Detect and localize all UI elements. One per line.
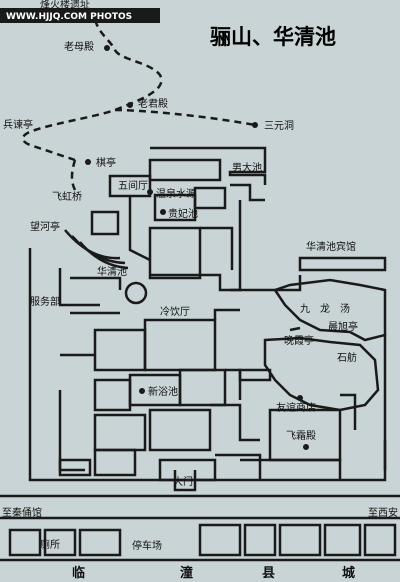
node-laojun (127, 102, 133, 108)
node-sanyuan (252, 122, 258, 128)
label-lengyinting: 冷饮厅 (160, 305, 190, 318)
node-qiting (85, 159, 91, 165)
watermark-bg (0, 8, 160, 23)
node-feishuang (303, 444, 309, 450)
label-wujianting: 五间厅 (118, 179, 148, 192)
label-xinyuchi: 新浴池 (148, 385, 178, 398)
label-cesuo: 厕所 (40, 539, 60, 551)
label-feishuangdian: 飞霜殿 (286, 430, 316, 442)
label-jiulongtan: 九 龙 汤 (300, 302, 350, 315)
label-qiting: 棋亭 (96, 156, 116, 169)
label-laojun: 老君殿 (138, 97, 168, 110)
road-band (0, 494, 400, 562)
label-shifang: 石舫 (337, 351, 357, 364)
label-linxian-1: 临 (72, 565, 85, 581)
node-xinyu (139, 388, 145, 394)
label-binguan: 华清池宾馆 (306, 240, 356, 253)
label-tingchechang: 停车场 (132, 539, 162, 552)
trail-nodes (85, 45, 309, 450)
label-feihongqiao: 飞虹桥 (52, 191, 82, 203)
label-guifeichi: 贵妃池 (168, 207, 198, 220)
label-laomu: 老母殿 (64, 40, 94, 53)
label-zhixian: 至西安 (368, 506, 398, 519)
label-bingjian: 兵谏亭 (3, 118, 33, 131)
node-guifei (160, 209, 166, 215)
buildings (28, 146, 387, 492)
label-fuwubu: 服务部 (30, 295, 60, 308)
label-chenxuting: 晨旭亭 (328, 320, 358, 333)
huaqingchi-roundabout (124, 281, 148, 305)
label-qinyongguan: 至秦俑馆 (2, 506, 42, 519)
label-linxian-3: 县 (262, 566, 275, 581)
label-wangheting: 望河亭 (30, 220, 60, 233)
label-youyi: 友谊商店 (276, 401, 316, 414)
mountain-trail (21, 19, 256, 191)
label-beacon: 烽火楼遗址 (40, 0, 90, 11)
label-linxian-4: 城 (342, 565, 355, 581)
label-wenquan: 温泉水源 (156, 187, 196, 200)
label-linxian-2: 潼 (180, 565, 193, 581)
label-sanyuan: 三元洞 (264, 120, 294, 132)
node-laomu (104, 45, 110, 51)
map-title: 骊山、华清池 (210, 24, 336, 49)
label-damen: 大门 (173, 475, 193, 488)
label-huaqingchi: 华清池 (97, 265, 127, 278)
watermark-text: WWW.HJJQ.COM PHOTOS (6, 12, 132, 22)
label-wanxiating: 晚霞亭 (284, 334, 314, 347)
label-nandachi: 男大池 (232, 161, 262, 174)
